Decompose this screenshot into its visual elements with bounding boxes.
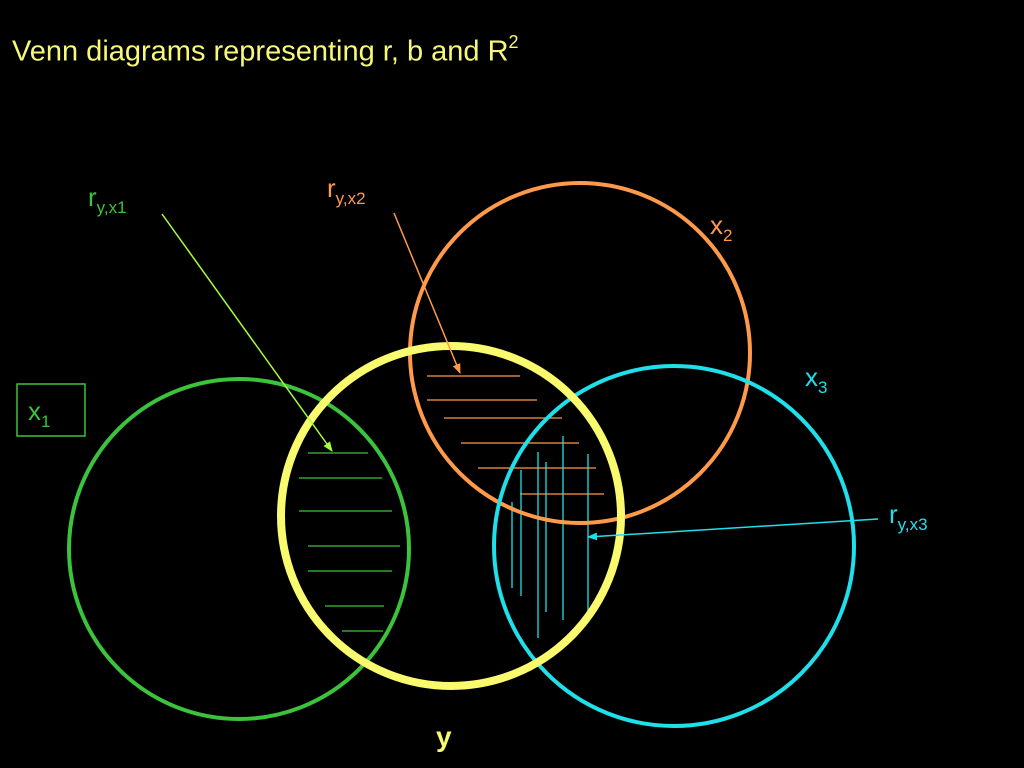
hatch-y-x1 xyxy=(299,452,400,632)
label-x2: x2 xyxy=(710,210,732,245)
arrow-r-y-x1 xyxy=(161,213,333,452)
slide-title: Venn diagrams representing r, b and R2 xyxy=(12,32,519,69)
x1-label-box xyxy=(16,383,86,437)
hatch-y-x3 xyxy=(511,436,589,638)
arrow-r-y-x2 xyxy=(393,212,461,374)
circle-y xyxy=(277,342,625,690)
label-r-y-x3: ry,x3 xyxy=(889,499,928,534)
circle-x1 xyxy=(67,377,411,721)
label-x3: x3 xyxy=(805,362,827,397)
title-text: Venn diagrams representing r, b and R xyxy=(12,35,509,68)
title-superscript: 2 xyxy=(508,32,519,52)
label-y: y xyxy=(436,721,452,752)
label-r-y-x1: ry,x1 xyxy=(88,182,127,217)
arrow-r-y-x3 xyxy=(587,518,879,541)
label-r-y-x2: ry,x2 xyxy=(327,173,366,208)
circle-x2 xyxy=(408,181,752,525)
label-x1: x1 xyxy=(28,396,50,431)
hatch-y-x2 xyxy=(427,375,604,495)
circle-x3 xyxy=(492,364,856,728)
